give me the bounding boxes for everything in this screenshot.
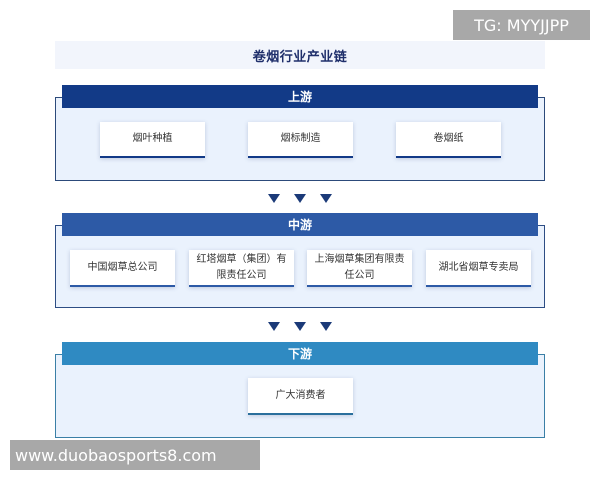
midstream-node-hongta: 红塔烟草（集团）有限责任公司 — [189, 250, 294, 287]
midstream-node-china-tobacco: 中国烟草总公司 — [70, 250, 175, 287]
down-arrow-icon — [268, 193, 280, 203]
upstream-node-cigarette-paper: 卷烟纸 — [396, 122, 501, 158]
down-arrow-icon — [320, 193, 332, 203]
upstream-node-cigarette-label: 烟标制造 — [248, 122, 353, 158]
diagram-title: 卷烟行业产业链 — [55, 41, 545, 69]
down-arrow-icon — [320, 321, 332, 331]
midstream-node-shanghai-tobacco: 上海烟草集团有限责任公司 — [307, 250, 412, 287]
downstream-node-consumers: 广大消费者 — [248, 378, 353, 415]
watermark-url: www.duobaosports8.com — [10, 440, 260, 470]
downstream-header: 下游 — [62, 342, 538, 365]
down-arrow-icon — [268, 321, 280, 331]
midstream-node-hubei-tobacco: 湖北省烟草专卖局 — [426, 250, 531, 287]
upstream-header: 上游 — [62, 85, 538, 108]
down-arrow-icon — [294, 321, 306, 331]
connector-upstream-midstream — [250, 193, 350, 203]
upstream-node-tobacco-leaf: 烟叶种植 — [100, 122, 205, 158]
connector-midstream-downstream — [250, 321, 350, 331]
midstream-header: 中游 — [62, 213, 538, 236]
watermark-tg: TG: MYYJJPP — [453, 10, 590, 40]
down-arrow-icon — [294, 193, 306, 203]
